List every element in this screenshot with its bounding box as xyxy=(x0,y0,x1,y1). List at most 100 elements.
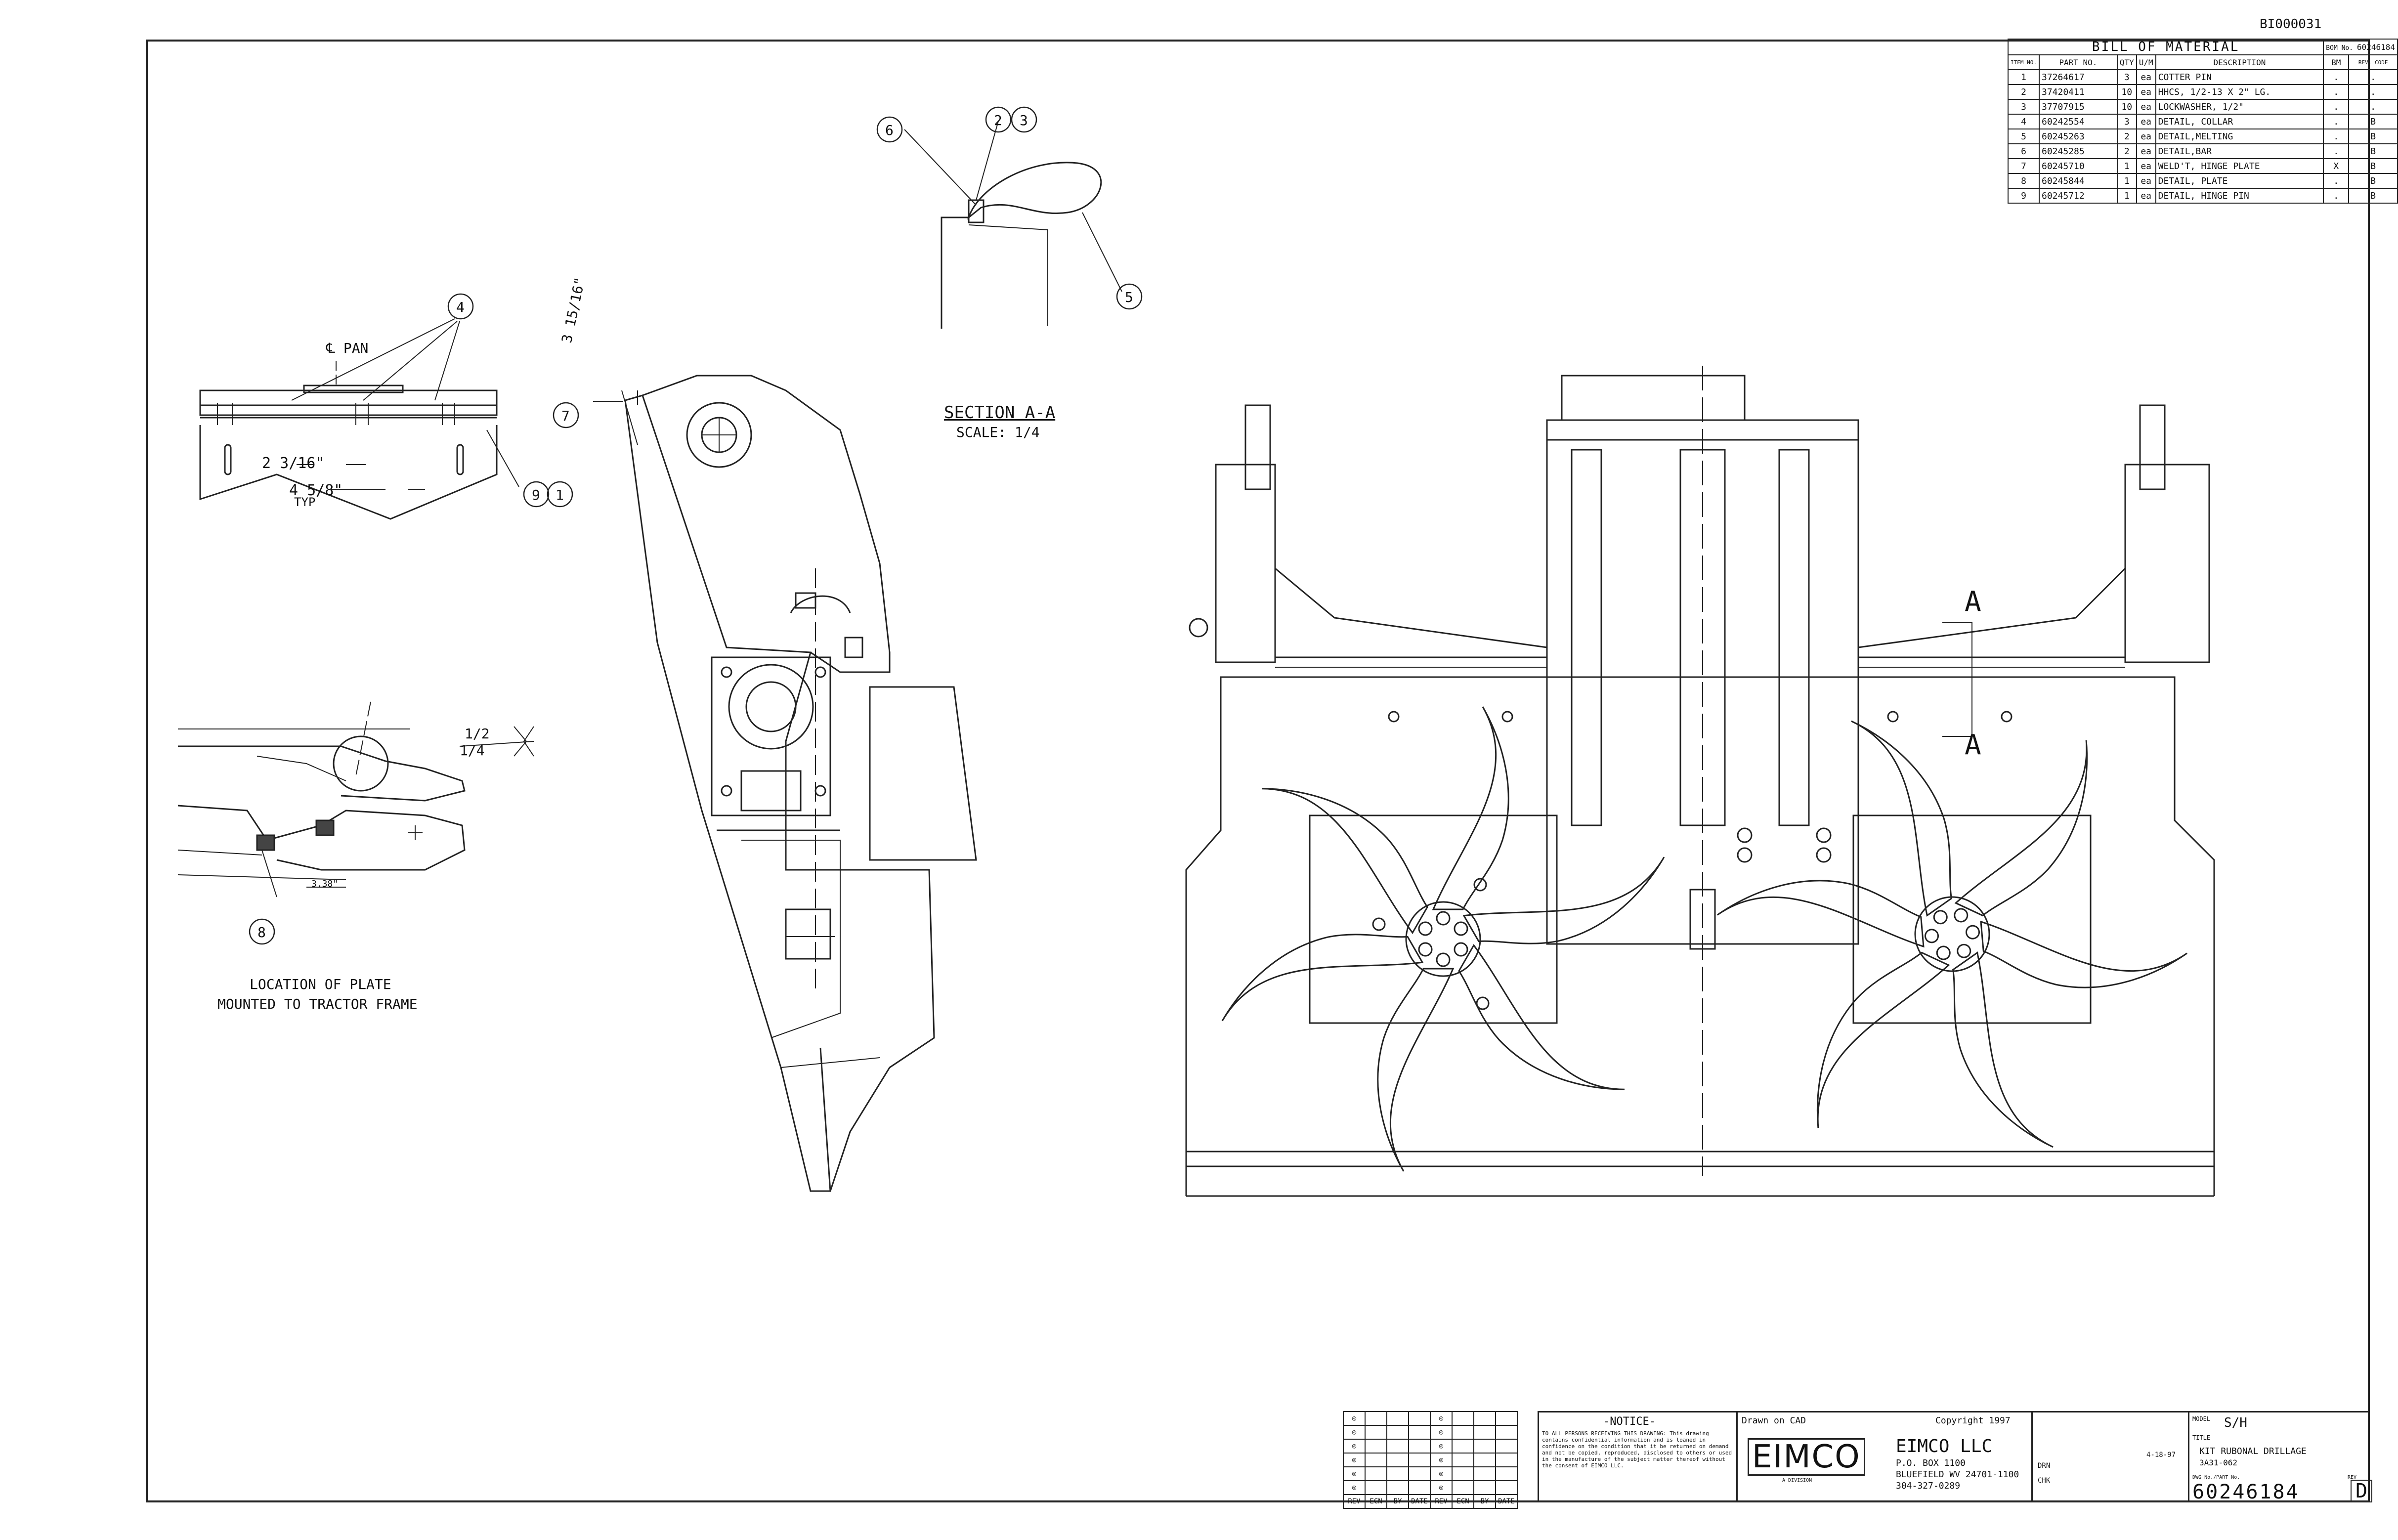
bom-description: DETAIL,MELTING xyxy=(2155,128,2324,144)
drawing-number-label: DWG No./PART No. xyxy=(2192,1475,2240,1480)
bom-qty: 1 xyxy=(2116,173,2137,189)
bom-header-rev: REV. CODE xyxy=(2348,54,2398,70)
bom-um: ea xyxy=(2136,128,2156,144)
dimension-4-5-8: 4 5/8" xyxy=(289,482,343,499)
revision-header-cell: DATE xyxy=(1495,1494,1518,1509)
cotter-pin-section xyxy=(904,121,1122,329)
drawn-by: DRN xyxy=(2038,1462,2051,1470)
bom-um: ea xyxy=(2136,188,2156,204)
bom-description: DETAIL, COLLAR xyxy=(2155,114,2324,129)
plate-location-caption-2: MOUNTED TO TRACTOR FRAME xyxy=(217,996,418,1012)
bom-qty: 3 xyxy=(2116,114,2137,129)
bom-description: WELD'T, HINGE PLATE xyxy=(2155,158,2324,174)
bom-header-qty: QTY xyxy=(2116,54,2137,70)
callout-1: 1 xyxy=(556,487,564,503)
pan-centerline-label: ℄ PAN xyxy=(326,340,369,356)
revision-label: REV xyxy=(2348,1475,2357,1480)
bom-description: DETAIL,BAR xyxy=(2155,143,2324,159)
typ-label: TYP xyxy=(294,495,316,509)
bom-um: ea xyxy=(2136,143,2156,159)
bom-item-no: 8 xyxy=(2008,173,2040,189)
bom-rev-code: . xyxy=(2348,99,2398,115)
bom-qty: 1 xyxy=(2116,188,2137,204)
bom-bm: . xyxy=(2323,173,2350,189)
bom-item-no: 9 xyxy=(2008,188,2040,204)
plate-location-detail xyxy=(177,701,534,898)
callout-6: 6 xyxy=(885,122,894,138)
section-marker-bottom: A xyxy=(1965,729,1981,761)
bolt-plate-detail xyxy=(199,318,519,520)
callout-5: 5 xyxy=(1125,289,1133,305)
bom-description: DETAIL, HINGE PIN xyxy=(2155,188,2324,204)
bom-rev-code: B xyxy=(2348,173,2398,189)
bom-rev-code: B xyxy=(2348,143,2398,159)
logo-sub: A DIVISION xyxy=(1782,1478,1812,1483)
small-dimension: 3.38" xyxy=(311,879,339,889)
bom-bm: . xyxy=(2323,84,2350,100)
title-label: TITLE xyxy=(2192,1434,2211,1441)
left-rotor xyxy=(1208,706,1678,1172)
bom-qty: 10 xyxy=(2116,84,2137,100)
revision-header-cell: REV xyxy=(1430,1494,1453,1509)
callout-8: 8 xyxy=(257,924,266,941)
drawing-subtitle: 3A31-062 xyxy=(2199,1458,2238,1467)
model-value: S/H xyxy=(2224,1415,2247,1430)
company-address-1: P.O. BOX 1100 xyxy=(1896,1458,1966,1468)
side-view xyxy=(593,375,977,1192)
weld-size-top: 1/2 xyxy=(465,726,490,742)
bill-of-material-table: BILL OF MATERIAL BOM No. 60246184 ITEM N… xyxy=(2007,39,2398,204)
drawing-number: 60246184 xyxy=(2192,1481,2300,1503)
bom-bm: . xyxy=(2323,188,2350,204)
revision-header-cell: REV xyxy=(1343,1494,1366,1509)
bom-item-no: 2 xyxy=(2008,84,2040,100)
bom-qty: 2 xyxy=(2116,143,2137,159)
bom-rev-code: . xyxy=(2348,69,2398,85)
company-phone: 304-327-0289 xyxy=(1896,1481,1961,1491)
drawing-border xyxy=(146,40,2370,1502)
plate-location-caption-1: LOCATION OF PLATE xyxy=(250,976,391,992)
section-scale: SCALE: 1/4 xyxy=(956,424,1040,440)
bom-bm: . xyxy=(2323,143,2350,159)
bom-header-item: ITEM NO. xyxy=(2008,54,2040,70)
bom-bm: . xyxy=(2323,114,2350,129)
bom-rev-code: B xyxy=(2348,188,2398,204)
notice-box: -NOTICE- TO ALL PERSONS RECEIVING THIS D… xyxy=(1538,1411,1738,1502)
bom-header-um: U/M xyxy=(2136,54,2156,70)
bom-item-no: 5 xyxy=(2008,128,2040,144)
revision-header-cell: ECN xyxy=(1452,1494,1474,1509)
checked-by: CHK xyxy=(2038,1477,2051,1485)
company-name: EIMCO LLC xyxy=(1896,1436,1993,1456)
bom-part-no: 60245285 xyxy=(2038,143,2118,159)
revision-header-cell: BY xyxy=(1386,1494,1409,1509)
bom-um: ea xyxy=(2136,84,2156,100)
bom-part-no: 60245263 xyxy=(2038,128,2118,144)
revision-header-cell: BY xyxy=(1473,1494,1496,1509)
bom-description: DETAIL, PLATE xyxy=(2155,173,2324,189)
bom-part-no: 60245844 xyxy=(2038,173,2118,189)
bom-qty: 1 xyxy=(2116,158,2137,174)
bom-rev-code: B xyxy=(2348,128,2398,144)
company-box: Drawn on CAD Copyright 1997 EIMCO A DIVI… xyxy=(1736,1411,2033,1502)
bom-header-part: PART NO. xyxy=(2038,54,2118,70)
bom-part-no: 60245710 xyxy=(2038,158,2118,174)
weld-size-bottom: 1/4 xyxy=(460,742,485,759)
bom-bm: X xyxy=(2323,158,2350,174)
revision-header-cell: DATE xyxy=(1408,1494,1431,1509)
company-address-2: BLUEFIELD WV 24701-1100 xyxy=(1896,1469,2019,1480)
bom-header-bm: BM xyxy=(2323,54,2350,70)
bom-um: ea xyxy=(2136,173,2156,189)
drawing-title: KIT RUBONAL DRILLAGE xyxy=(2199,1446,2307,1456)
bom-part-no: 37420411 xyxy=(2038,84,2118,100)
bom-bm: . xyxy=(2323,99,2350,115)
bom-part-no: 60245712 xyxy=(2038,188,2118,204)
section-marker-top: A xyxy=(1965,586,1981,618)
